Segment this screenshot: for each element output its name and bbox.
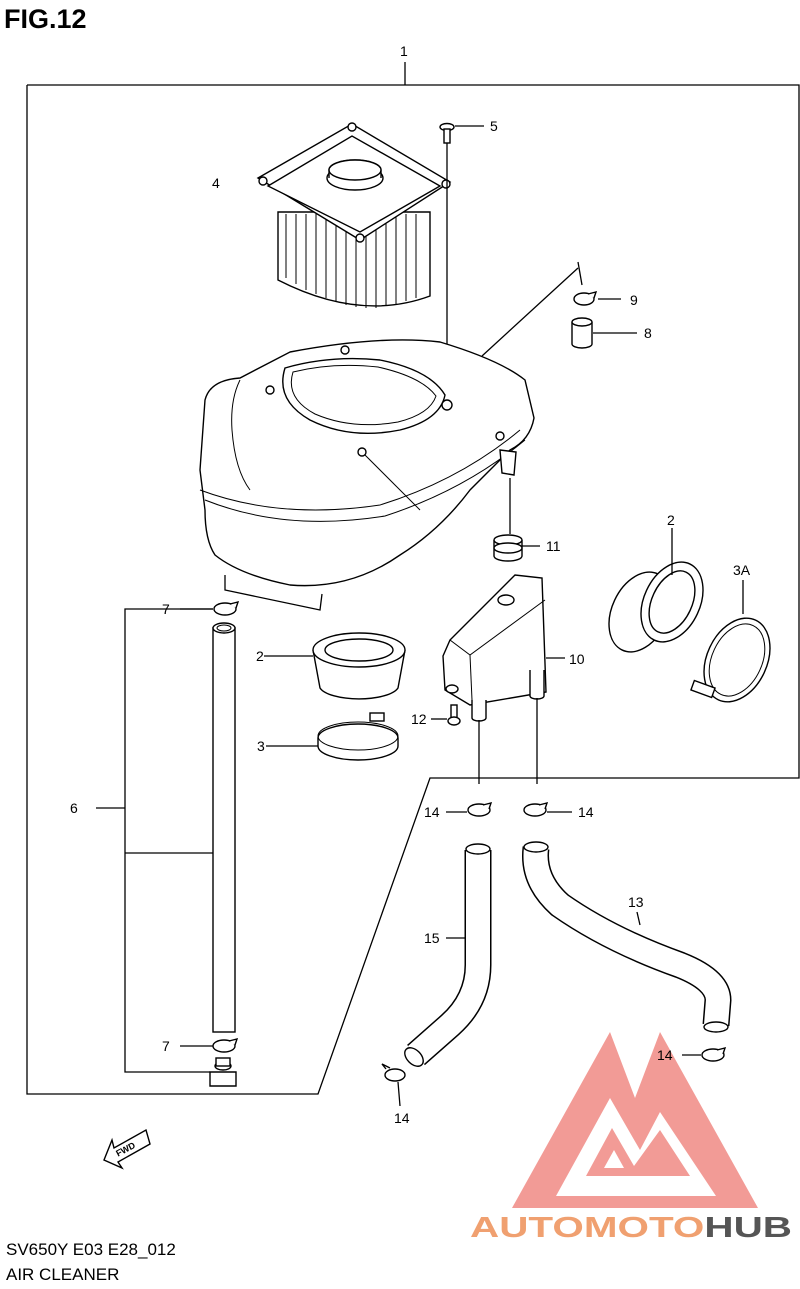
callout-7-top: 7 xyxy=(162,601,170,617)
intake-boot-2-center xyxy=(264,632,406,700)
screw-5 xyxy=(439,122,484,405)
air-filter-element xyxy=(256,122,452,308)
callout-4: 4 xyxy=(212,175,220,191)
callout-12: 12 xyxy=(411,711,427,727)
callout-14-left: 14 xyxy=(424,804,440,820)
assembly-frame xyxy=(26,62,800,1095)
callout-15: 15 xyxy=(424,930,440,946)
hose-clip-14-bottom xyxy=(381,1063,406,1107)
callout-9: 9 xyxy=(630,292,638,308)
clamp-3-center xyxy=(266,712,399,761)
hose-clip-14-left xyxy=(446,802,493,817)
air-cleaner-housing xyxy=(199,261,583,611)
breather-hose-15 xyxy=(404,843,492,1067)
callout-11: 11 xyxy=(546,538,561,554)
wordmark-hub: HUB xyxy=(704,1212,792,1244)
callout-3A: 3A xyxy=(733,562,751,578)
callout-14-bottom: 14 xyxy=(394,1110,410,1126)
wordmark-automoto: AUTOMOTO xyxy=(470,1212,704,1244)
hose-clip-14-right xyxy=(523,802,572,817)
callout-3: 3 xyxy=(257,738,265,754)
grommet-11 xyxy=(493,478,540,562)
drain-plug-8 xyxy=(571,317,637,349)
callout-5: 5 xyxy=(490,118,498,134)
callout-1: 1 xyxy=(400,43,408,59)
callout-8: 8 xyxy=(644,325,652,341)
clamp-clip-9 xyxy=(573,291,621,306)
model-code: SV650Y E03 E28_012 xyxy=(6,1240,176,1259)
intake-boot-2-right xyxy=(608,528,704,653)
section-name: AIR CLEANER xyxy=(6,1265,120,1284)
breather-hose-13 xyxy=(522,841,732,1033)
automotohub-logo xyxy=(512,1032,758,1208)
clamp-3A xyxy=(690,580,771,703)
callout-2-center: 2 xyxy=(256,648,264,664)
callout-6: 6 xyxy=(70,800,78,816)
drain-tube-6 xyxy=(96,601,240,1087)
callout-2-right: 2 xyxy=(667,512,675,528)
fwd-arrow-icon: FWD xyxy=(103,1128,151,1170)
figure-title: FIG.12 xyxy=(4,4,87,34)
breather-case-10 xyxy=(442,574,565,784)
hose-clip-14-lower-right xyxy=(682,1047,727,1062)
callout-7-bottom: 7 xyxy=(162,1038,170,1054)
callout-13: 13 xyxy=(628,894,644,910)
callout-10: 10 xyxy=(569,651,585,667)
callout-labels: 1 4 5 9 8 2 3A 11 7 2 10 12 3 6 14 14 13… xyxy=(70,43,751,1126)
bolt-12 xyxy=(431,704,461,726)
callout-14-lower-right: 14 xyxy=(657,1047,673,1063)
callout-14-right: 14 xyxy=(578,804,594,820)
